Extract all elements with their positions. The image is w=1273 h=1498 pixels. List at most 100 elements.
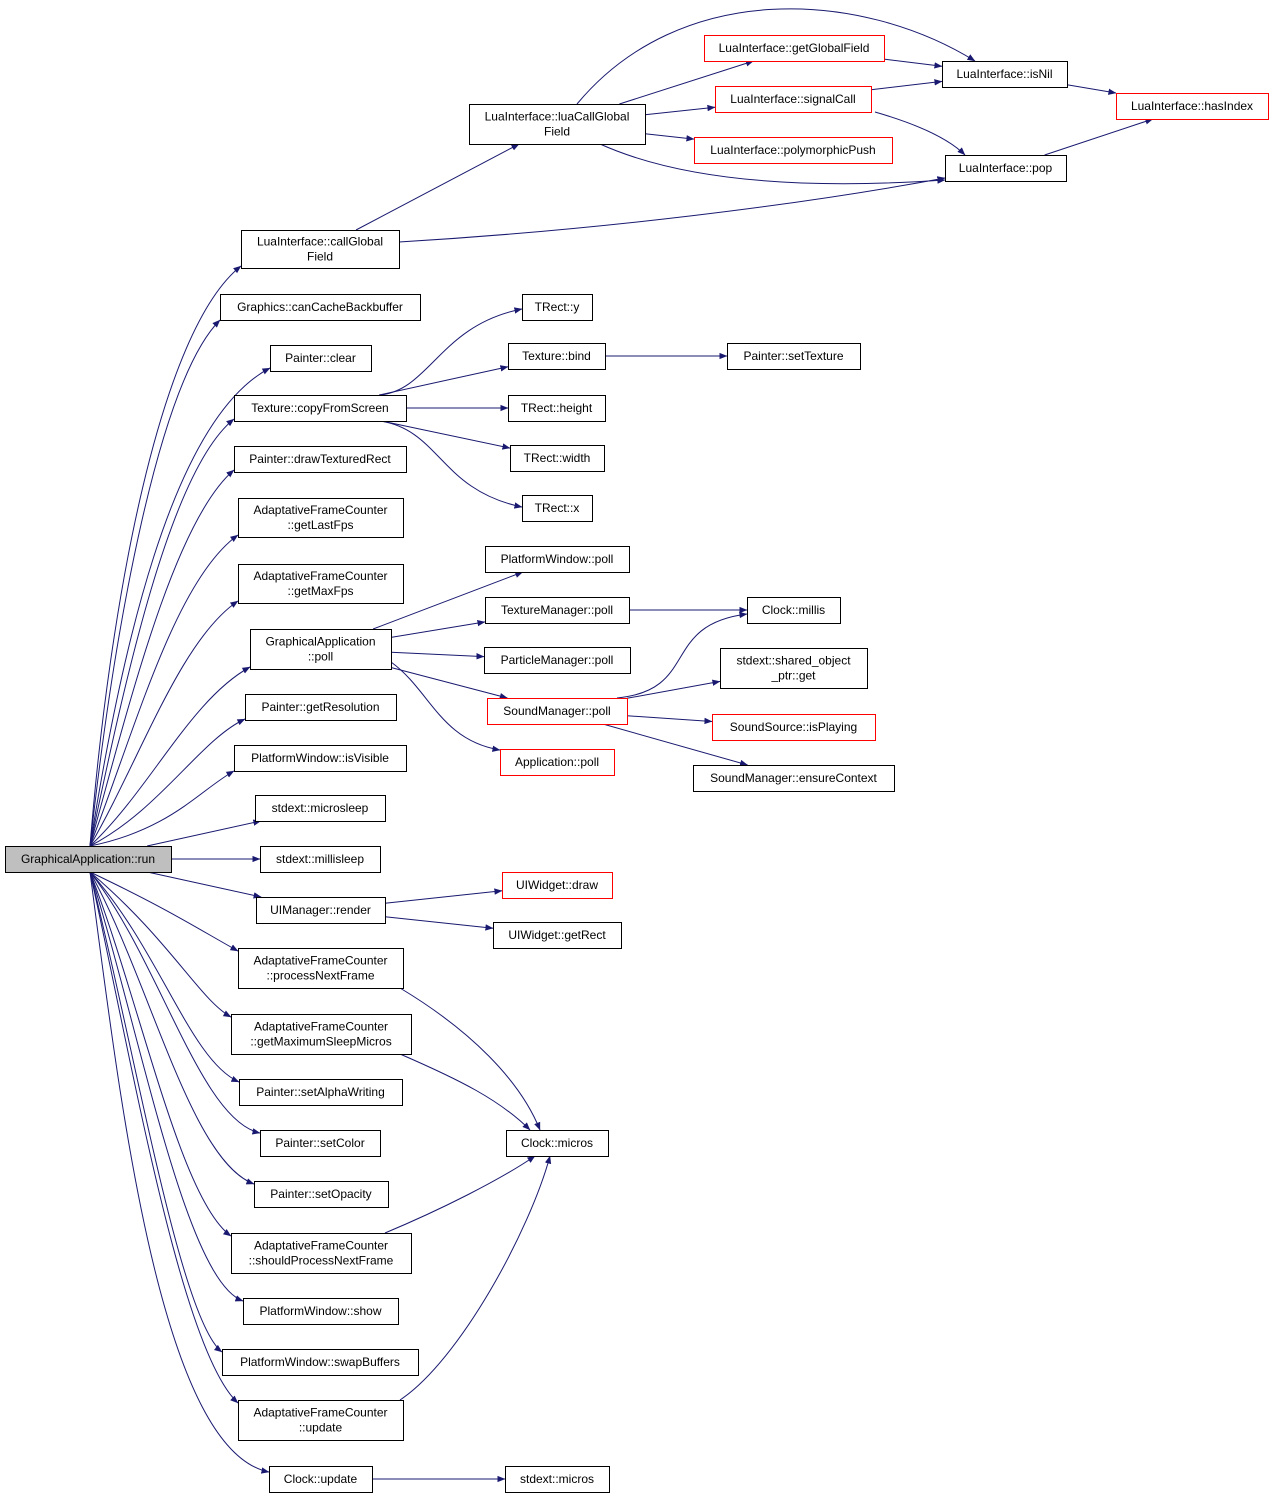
node-label: LuaInterface::getGlobalField (719, 41, 870, 55)
edge-render-to-uidraw (384, 888, 503, 904)
node-polymorphicPush[interactable]: LuaInterface::polymorphicPush (694, 137, 893, 164)
node-hasIndex[interactable]: LuaInterface::hasIndex (1116, 93, 1269, 120)
node-label: stdext::micros (520, 1472, 594, 1486)
edge-run-to-gapoll (89, 666, 251, 847)
edge-copyFromScreen-to-trectx (379, 420, 523, 509)
node-isPlaying[interactable]: SoundSource::isPlaying (712, 714, 876, 741)
node-gapoll[interactable]: GraphicalApplication::poll (250, 629, 392, 670)
node-label: TRect::width (524, 451, 591, 465)
node-uigetrect[interactable]: UIWidget::getRect (493, 922, 622, 949)
node-box (485, 546, 630, 573)
node-label: LuaInterface::signalCall (730, 92, 855, 106)
node-label: LuaInterface::isNil (956, 67, 1052, 81)
edge-copyFromScreen-to-texbind (378, 365, 509, 396)
edge-callGlobalField-to-luaCallGlobalField (355, 143, 520, 231)
edge-luaCallGlobalField-to-pop (599, 143, 946, 185)
node-sharedget[interactable]: stdext::shared_object_ptr::get (720, 648, 868, 689)
node-clockmicros[interactable]: Clock::micros (506, 1130, 609, 1157)
node-box (1116, 93, 1269, 120)
node-shouldProcessNextFrame[interactable]: AdaptativeFrameCounter::shouldProcessNex… (231, 1233, 412, 1274)
node-box (260, 1130, 381, 1157)
node-trectx[interactable]: TRect::x (522, 495, 593, 522)
node-getLastFps[interactable]: AdaptativeFrameCounter::getLastFps (238, 498, 404, 538)
node-label: Texture::bind (522, 349, 591, 363)
node-getGlobalField[interactable]: LuaInterface::getGlobalField (704, 35, 885, 62)
node-texbind[interactable]: Texture::bind (508, 343, 606, 370)
node-pmpoll[interactable]: ParticleManager::poll (484, 647, 631, 674)
node-label: LuaInterface::hasIndex (1131, 99, 1253, 113)
node-label: UIWidget::getRect (508, 928, 606, 942)
node-isNil[interactable]: LuaInterface::isNil (942, 61, 1068, 88)
node-box (712, 714, 876, 741)
node-trectheight[interactable]: TRect::height (508, 395, 606, 422)
node-getMaximumSleepMicros[interactable]: AdaptativeFrameCounter::getMaximumSleepM… (231, 1014, 412, 1055)
node-copyFromScreen[interactable]: Texture::copyFromScreen (234, 395, 407, 422)
node-millisleep[interactable]: stdext::millisleep (260, 846, 381, 873)
node-box (250, 629, 392, 670)
node-label: PlatformWindow::swapBuffers (240, 1355, 400, 1369)
node-getMaxFps[interactable]: AdaptativeFrameCounter::getMaxFps (238, 564, 404, 604)
node-box (469, 104, 646, 145)
edge-run-to-render (147, 871, 262, 899)
edge-shouldProcessNextFrame-to-clockmicros (384, 1155, 536, 1234)
node-box (945, 155, 1067, 182)
node-box (508, 343, 606, 370)
node-swapBuffers[interactable]: PlatformWindow::swapBuffers (222, 1349, 419, 1376)
edge-run-to-setColor (89, 871, 261, 1135)
node-pwpoll[interactable]: PlatformWindow::poll (485, 546, 630, 573)
edge-pop-to-hasIndex (1044, 118, 1154, 156)
node-label: Field (544, 125, 570, 139)
node-ensureContext[interactable]: SoundManager::ensureContext (693, 765, 895, 792)
edge-run-to-drawTexturedRect (89, 469, 235, 847)
node-processNextFrame[interactable]: AdaptativeFrameCounter::processNextFrame (238, 948, 404, 989)
call-edges (89, 8, 1154, 1483)
node-clockmillis[interactable]: Clock::millis (747, 597, 841, 624)
node-run[interactable]: GraphicalApplication::run (5, 846, 172, 873)
node-box (510, 445, 605, 472)
node-box (505, 1466, 610, 1493)
node-box (238, 498, 404, 538)
node-box (260, 846, 381, 873)
node-clear[interactable]: Painter::clear (270, 345, 372, 372)
node-signalCall[interactable]: LuaInterface::signalCall (715, 86, 872, 113)
node-trectwidth[interactable]: TRect::width (510, 445, 605, 472)
node-stdextmicros[interactable]: stdext::micros (505, 1466, 610, 1493)
node-canCacheBackbuffer[interactable]: Graphics::canCacheBackbuffer (220, 294, 421, 321)
node-tmpoll[interactable]: TextureManager::poll (485, 597, 630, 624)
node-box (484, 647, 631, 674)
node-label: Clock::update (284, 1472, 358, 1486)
node-label: SoundSource::isPlaying (730, 720, 857, 734)
node-afcupdate[interactable]: AdaptativeFrameCounter::update (238, 1400, 404, 1441)
node-label: Painter::clear (285, 351, 356, 365)
node-setColor[interactable]: Painter::setColor (260, 1130, 381, 1157)
node-isVisible[interactable]: PlatformWindow::isVisible (234, 745, 407, 772)
node-show[interactable]: PlatformWindow::show (243, 1298, 399, 1325)
node-trecty[interactable]: TRect::y (522, 294, 593, 321)
node-pop[interactable]: LuaInterface::pop (945, 155, 1067, 182)
node-label: Painter::setAlphaWriting (256, 1085, 385, 1099)
node-uidraw[interactable]: UIWidget::draw (502, 872, 613, 899)
node-setOpacity[interactable]: Painter::setOpacity (254, 1181, 389, 1208)
node-label: Clock::micros (521, 1136, 593, 1150)
node-microsleep[interactable]: stdext::microsleep (255, 795, 386, 822)
node-label: ::shouldProcessNextFrame (249, 1254, 394, 1268)
node-box (727, 343, 861, 370)
node-getResolution[interactable]: Painter::getResolution (245, 694, 397, 721)
node-clockupdate[interactable]: Clock::update (269, 1466, 373, 1493)
node-label: GraphicalApplication::run (21, 852, 155, 866)
node-setTexture[interactable]: Painter::setTexture (727, 343, 861, 370)
edge-copyFromScreen-to-trectwidth (381, 420, 511, 450)
edge-run-to-getLastFps (89, 534, 239, 847)
node-setAlphaWriting[interactable]: Painter::setAlphaWriting (239, 1079, 403, 1106)
node-box (522, 294, 593, 321)
node-smpoll[interactable]: SoundManager::poll (487, 698, 628, 725)
node-apppoll[interactable]: Application::poll (500, 749, 615, 776)
node-drawTexturedRect[interactable]: Painter::drawTexturedRect (234, 446, 407, 473)
node-render[interactable]: UIManager::render (256, 897, 386, 924)
edge-luaCallGlobalField-to-getGlobalField (619, 60, 754, 105)
node-label: TRect::height (521, 401, 593, 415)
node-box (243, 1298, 399, 1325)
